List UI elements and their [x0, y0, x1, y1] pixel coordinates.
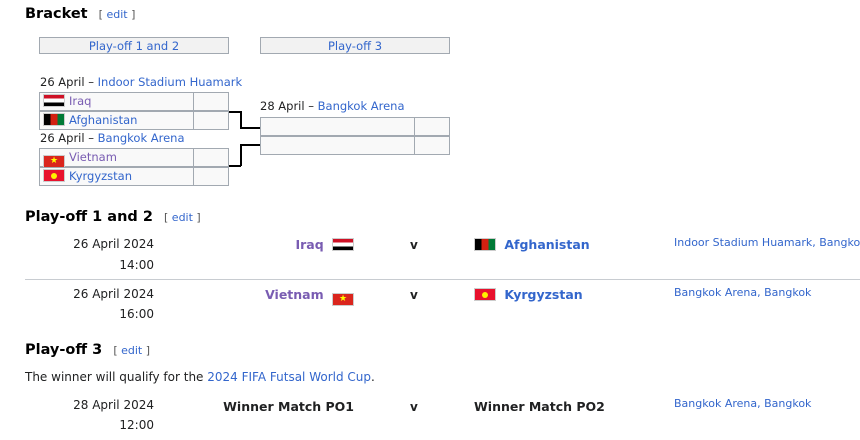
bracket-team-kyrgyzstan: Kyrgyzstan	[39, 167, 194, 186]
bracket-match1-info: 26 April – Indoor Stadium Huamark	[40, 75, 243, 89]
result2-home: Vietnam ★	[180, 287, 354, 306]
playoff12-edit-link[interactable]: edit	[171, 211, 193, 224]
playoff3-heading: Play-off 3 [ edit ]	[25, 342, 150, 358]
bracket-match1-venue-link[interactable]: Indoor Stadium Huamark	[97, 75, 243, 89]
bracket-final-score1	[414, 117, 450, 136]
playoff12-heading: Play-off 1 and 2 [ edit ]	[25, 209, 201, 225]
bracket-connector-bottom-vertical	[240, 144, 242, 166]
bracket-team-iraq-link[interactable]: Iraq	[69, 94, 92, 108]
bracket-team-iraq: Iraq	[39, 92, 194, 111]
bracket-edit-section: [ edit ]	[98, 8, 136, 21]
result3-venue-link[interactable]: Bangkok Arena, Bangkok	[674, 397, 812, 410]
bracket-score-vietnam	[193, 148, 229, 167]
result2-date: 26 April 2024	[73, 287, 154, 301]
result2-away: Kyrgyzstan	[474, 287, 583, 302]
result2-vs: v	[410, 288, 418, 302]
bracket-score-kyrgyzstan	[193, 167, 229, 186]
round-header-playoff-3[interactable]: Play-off 3	[260, 37, 450, 54]
futsal-world-cup-link[interactable]: 2024 FIFA Futsal World Cup	[207, 370, 371, 384]
playoff3-edit-section: [ edit ]	[113, 344, 151, 357]
bracket-edit-link[interactable]: edit	[106, 8, 128, 21]
bracket-team-afghanistan-link[interactable]: Afghanistan	[69, 113, 138, 127]
bracket-match2-info: 26 April – Bangkok Arena	[40, 131, 185, 145]
result3-vs: v	[410, 400, 418, 414]
bracket-team-vietnam-link[interactable]: Vietnam	[69, 150, 117, 164]
playoff3-title: Play-off 3	[25, 342, 103, 358]
bracket-connector-mid-top	[240, 127, 260, 129]
result2-venue-link[interactable]: Bangkok Arena, Bangkok	[674, 286, 812, 299]
bracket-final-score2	[414, 136, 450, 155]
result1-vs: v	[410, 238, 418, 252]
bracket-connector-mid-bottom	[240, 144, 260, 146]
result1-away-link[interactable]: Afghanistan	[504, 237, 590, 252]
result3-time: 12:00	[119, 418, 154, 432]
bracket-match3-info: 28 April – Bangkok Arena	[260, 99, 405, 113]
bracket-final-team2	[260, 136, 415, 155]
result1-time: 14:00	[119, 258, 154, 272]
bracket-score-afghanistan	[193, 111, 229, 130]
afghanistan-flag-icon	[474, 238, 496, 251]
playoff12-edit-section: [ edit ]	[164, 211, 201, 224]
kyrgyzstan-flag-icon	[43, 169, 65, 182]
afghanistan-flag-icon	[43, 113, 65, 126]
bracket-match3-venue-link[interactable]: Bangkok Arena	[317, 99, 405, 113]
bracket-team-kyrgyzstan-link[interactable]: Kyrgyzstan	[69, 169, 133, 183]
iraq-flag-icon	[43, 94, 65, 107]
bracket-team-vietnam: ★Vietnam	[39, 148, 194, 168]
bracket-team-afghanistan: Afghanistan	[39, 111, 194, 130]
playoff3-qualify-text: The winner will qualify for the 2024 FIF…	[25, 370, 375, 384]
bracket-final-team1	[260, 117, 415, 136]
result1-date: 26 April 2024	[73, 237, 154, 251]
vietnam-flag-icon: ★	[332, 293, 354, 306]
bracket-title: Bracket	[25, 6, 88, 22]
bracket-connector-top-vertical	[240, 111, 242, 128]
bracket-heading: Bracket [ edit ]	[25, 6, 135, 22]
bracket-match2-venue-link[interactable]: Bangkok Arena	[97, 131, 185, 145]
result2-time: 16:00	[119, 307, 154, 321]
playoff12-title: Play-off 1 and 2	[25, 209, 153, 225]
iraq-flag-icon	[332, 238, 354, 251]
result1-away: Afghanistan	[474, 237, 590, 252]
result1-home-link[interactable]: Iraq	[295, 237, 324, 252]
playoff3-edit-link[interactable]: edit	[121, 344, 143, 357]
bracket-connector-bottom	[229, 165, 241, 167]
kyrgyzstan-flag-icon	[474, 288, 496, 301]
bracket-score-iraq	[193, 92, 229, 111]
result3-date: 28 April 2024	[73, 398, 154, 412]
round-header-playoff-1-2[interactable]: Play-off 1 and 2	[39, 37, 229, 54]
result1-venue-link[interactable]: Indoor Stadium Huamark, Bangkok	[674, 236, 860, 249]
result3-away: Winner Match PO2	[474, 399, 605, 414]
result2-home-link[interactable]: Vietnam	[265, 287, 324, 302]
result1-home: Iraq	[180, 237, 354, 252]
bracket-connector-top	[229, 111, 241, 113]
result2-away-link[interactable]: Kyrgyzstan	[504, 287, 583, 302]
result3-home: Winner Match PO1	[223, 399, 354, 414]
results-divider	[25, 279, 860, 280]
